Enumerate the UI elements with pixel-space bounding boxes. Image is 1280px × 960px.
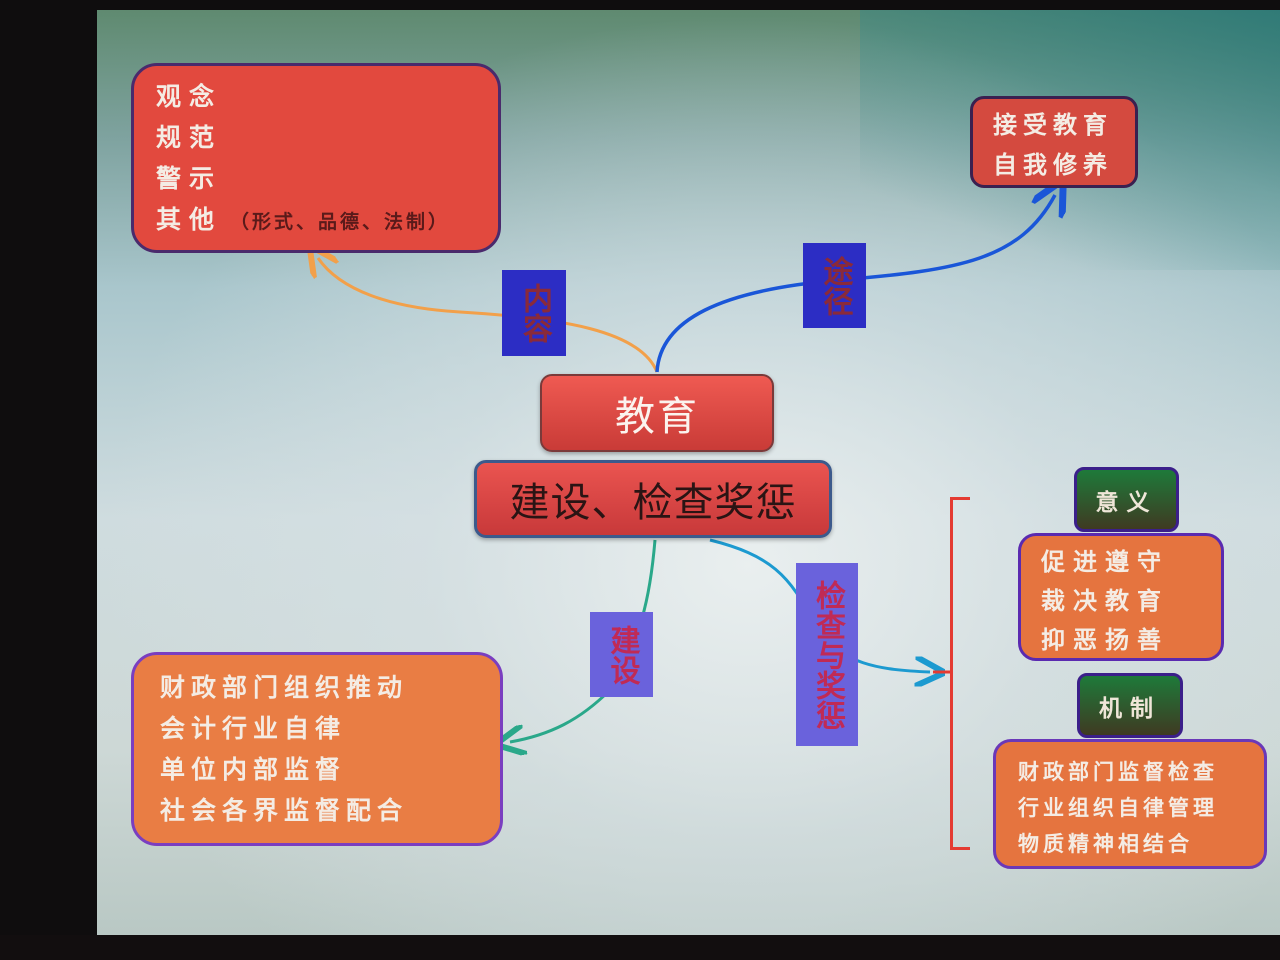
inspect-label-text: 检查与奖惩: [810, 579, 845, 730]
meaning-item: 促进遵守: [1041, 547, 1169, 576]
inspect-branch-label[interactable]: 检查与奖惩: [796, 563, 858, 746]
path-item: 接受教育: [993, 110, 1113, 139]
mechanism-item: 行业组织自律管理: [1018, 795, 1218, 820]
mechanism-title[interactable]: 机制: [1077, 673, 1183, 738]
content-node[interactable]: 观念 规范 警示 其他 （形式、品德、法制）: [131, 63, 501, 253]
mechanism-item: 财政部门监督检查: [1018, 759, 1218, 784]
mechanism-item: 物质精神相结合: [1018, 831, 1193, 856]
meaning-title-text: 意义: [1095, 488, 1158, 516]
content-note: （形式、品德、法制）: [230, 211, 451, 233]
center-top-text: 教育: [615, 394, 699, 440]
build-item: 会计行业自律: [160, 714, 347, 743]
meaning-node[interactable]: 促进遵守 裁决教育 抑恶扬善: [1018, 533, 1224, 661]
path-branch-label[interactable]: 途径: [803, 243, 866, 328]
path-label-text: 途径: [817, 255, 853, 316]
mechanism-node[interactable]: 财政部门监督检查 行业组织自律管理 物质精神相结合: [993, 739, 1267, 869]
path-node[interactable]: 接受教育 自我修养: [970, 96, 1138, 188]
build-label-text: 建设: [604, 624, 640, 685]
build-item: 单位内部监督: [160, 755, 347, 784]
meaning-title[interactable]: 意义: [1074, 467, 1179, 532]
build-item: 社会各界监督配合: [160, 796, 409, 825]
screen-bezel: [0, 935, 1280, 960]
build-branch-label[interactable]: 建设: [590, 612, 653, 697]
center-topic-education[interactable]: 教育: [540, 374, 774, 452]
center-main-text: 建设、检查奖惩: [509, 480, 797, 526]
meaning-item: 裁决教育: [1041, 586, 1169, 615]
mechanism-title-text: 机制: [1099, 694, 1161, 722]
content-label-text: 内容: [517, 283, 552, 343]
content-item: 规范: [156, 123, 223, 152]
path-item: 自我修养: [993, 150, 1113, 179]
meaning-item: 抑恶扬善: [1041, 625, 1169, 654]
bracket: [950, 497, 970, 850]
content-item: 观念: [156, 82, 223, 111]
build-item: 财政部门组织推动: [160, 673, 409, 702]
content-item: 其他: [156, 205, 223, 234]
build-node[interactable]: 财政部门组织推动 会计行业自律 单位内部监督 社会各界监督配合: [131, 652, 503, 846]
content-branch-label[interactable]: 内容: [502, 270, 566, 356]
center-topic-main[interactable]: 建设、检查奖惩: [474, 460, 832, 538]
content-connector: [318, 258, 659, 373]
content-item: 警示: [156, 164, 223, 193]
